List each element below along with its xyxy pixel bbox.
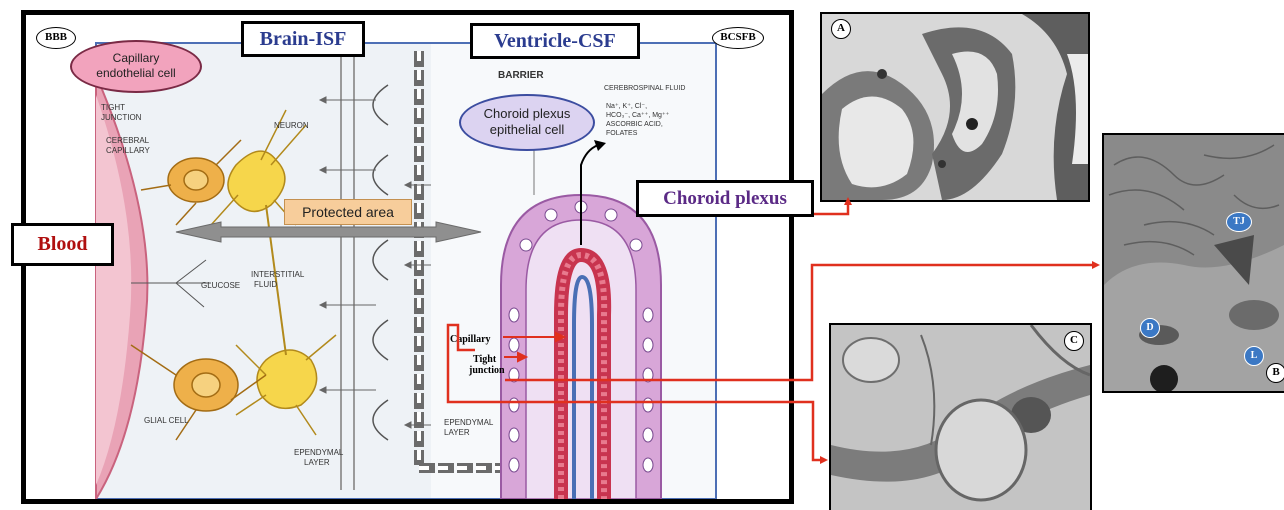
connector-capillary-to-c (448, 325, 822, 460)
connector-choroid-to-a (814, 204, 848, 214)
connector-tj-to-b (505, 265, 1094, 380)
